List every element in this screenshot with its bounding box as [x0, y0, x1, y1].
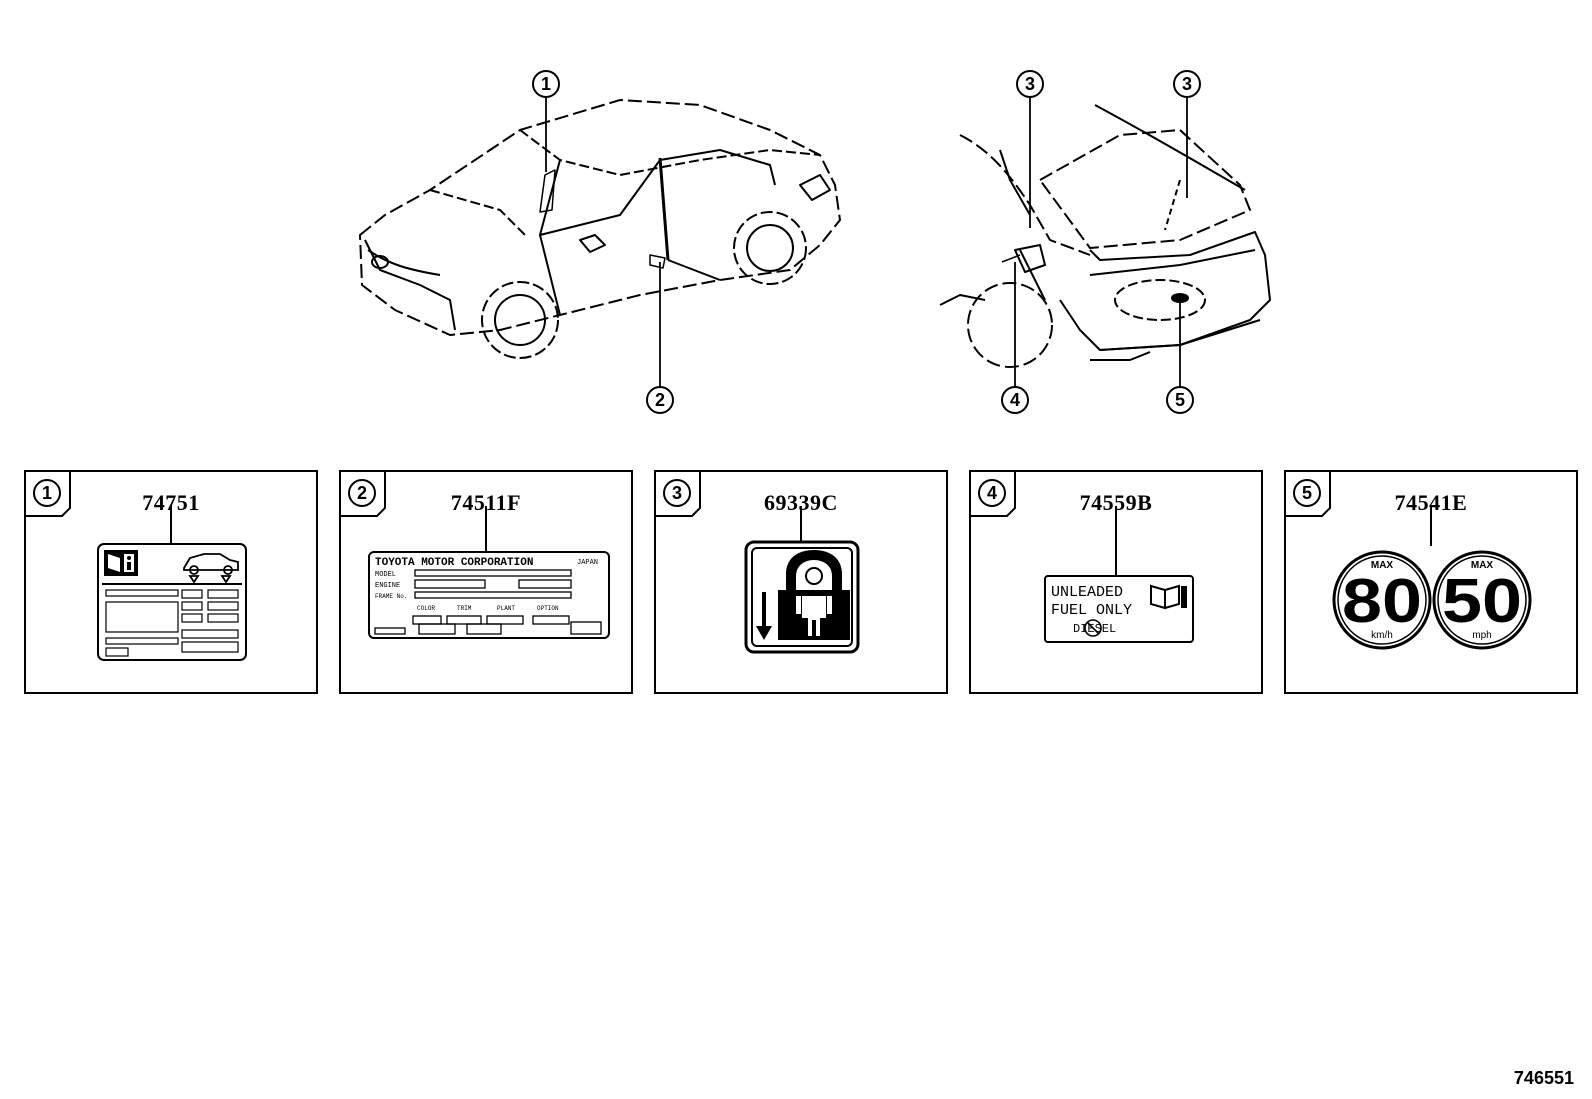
panel-5: 5 74541E MAX 80 km/h MAX 50 mph: [1284, 470, 1578, 694]
panel-number: 1: [33, 479, 61, 507]
callout-1: 1: [532, 70, 560, 98]
callout-3-right: 3: [1173, 70, 1201, 98]
fuel-line-1: UNLEADED: [1051, 584, 1123, 601]
front-car-drawing: [359, 99, 841, 359]
panel-tab: [341, 472, 386, 517]
left-max-label: MAX: [1371, 560, 1394, 571]
fuel-line-2: FUEL ONLY: [1051, 602, 1132, 619]
left-speed-value: 80: [1342, 567, 1422, 636]
callout-2: 2: [646, 386, 674, 414]
vehicle-illustrations: [359, 97, 1271, 388]
panel-tab: [1286, 472, 1331, 517]
speed-limit-label-art: MAX 80 km/h MAX 50 mph: [1332, 506, 1532, 650]
panel-tab: [656, 472, 701, 517]
panel-tab: [26, 472, 71, 517]
plate-row-model: MODEL: [375, 571, 396, 579]
plate-col-plant: PLANT: [497, 605, 515, 612]
callout-3-left: 3: [1016, 70, 1044, 98]
figure-id: 746551: [1513, 1068, 1574, 1088]
book-info-icon: [104, 550, 138, 576]
panel-number: 5: [1293, 479, 1321, 507]
plate-col-option: OPTION: [537, 605, 559, 612]
plate-col-color: COLOR: [417, 605, 435, 612]
rear-car-drawing: [939, 104, 1271, 368]
fuel-label-art: UNLEADED FUEL ONLY DIESEL: [1044, 506, 1194, 643]
callout-5: 5: [1166, 386, 1194, 414]
vin-plate-art: TOYOTA MOTOR CORPORATION JAPAN MODEL ENG…: [368, 506, 610, 639]
no-symbol-icon: [1084, 619, 1102, 637]
plate-header: TOYOTA MOTOR CORPORATION: [375, 557, 533, 569]
panel-4: 4 74559B UNLEADED FUEL ONLY DIESEL: [969, 470, 1263, 694]
panel-number: 2: [348, 479, 376, 507]
left-speed-unit: km/h: [1371, 630, 1393, 641]
plate-col-trim: TRIM: [457, 605, 472, 612]
book-info-icon: [1150, 584, 1187, 610]
panel-1: 1 74751: [24, 470, 318, 694]
plate-row-frame: FRAME No.: [375, 593, 407, 600]
callout-4: 4: [1001, 386, 1029, 414]
panel-number: 3: [663, 479, 691, 507]
panel-3: 3 69339C: [654, 470, 948, 694]
panel-tab: [971, 472, 1016, 517]
right-max-label: MAX: [1471, 560, 1494, 571]
child-lock-icon: [744, 506, 860, 654]
panel-2: 2 74511F TOYOTA MOTOR CORPORATION JAPAN …: [339, 470, 633, 694]
car-side-icon: [183, 553, 239, 584]
right-speed-value: 50: [1442, 567, 1522, 636]
plate-row-engine: ENGINE: [375, 582, 400, 590]
panel-number: 4: [978, 479, 1006, 507]
plate-header-right: JAPAN: [577, 559, 598, 567]
right-speed-unit: mph: [1472, 630, 1491, 641]
tire-pressure-label-art: [97, 506, 247, 661]
